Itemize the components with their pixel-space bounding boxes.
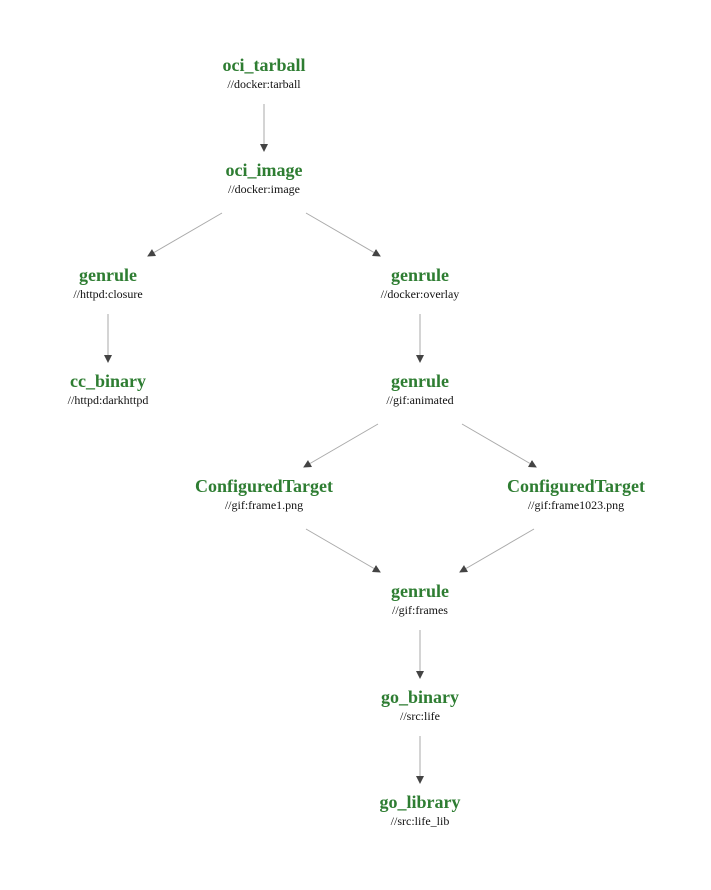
graph-node-genrule: genrule //gif:animated bbox=[330, 370, 510, 408]
node-label: //gif:animated bbox=[386, 393, 454, 407]
edge-n_image-to-n_closure bbox=[147, 212, 223, 257]
node-kind: ConfiguredTarget bbox=[506, 476, 645, 496]
node-kind: oci_tarball bbox=[222, 55, 306, 75]
node-label: //gif:frame1023.png bbox=[527, 498, 625, 512]
graph-node-genrule: genrule //httpd:closure bbox=[18, 264, 198, 302]
node-kind: genrule bbox=[391, 265, 449, 285]
node-kind: oci_image bbox=[225, 160, 303, 180]
node-label: //gif:frame1.png bbox=[224, 498, 304, 512]
node-label: //docker:image bbox=[228, 182, 300, 196]
node-label: //docker:tarball bbox=[227, 77, 301, 91]
edge-n_frame1-to-n_frames bbox=[305, 528, 381, 573]
graph-node-go-library: go_library //src:life_lib bbox=[330, 791, 510, 829]
graph-node-go-binary: go_binary //src:life bbox=[330, 686, 510, 724]
node-label: //httpd:closure bbox=[73, 287, 143, 301]
graph-node-configuredtarget: ConfiguredTarget //gif:frame1023.png bbox=[486, 475, 666, 513]
node-label: //docker:overlay bbox=[380, 287, 460, 301]
edge-n_frame1023-to-n_frames bbox=[459, 528, 535, 573]
edge-n_animated-to-n_frame1023 bbox=[461, 423, 537, 468]
node-kind: ConfiguredTarget bbox=[194, 476, 333, 496]
graph-node-genrule: genrule //gif:frames bbox=[330, 580, 510, 618]
edge-n_image-to-n_overlay bbox=[305, 212, 381, 257]
graph-node-cc-binary: cc_binary //httpd:darkhttpd bbox=[18, 370, 198, 408]
graph-node-configuredtarget: ConfiguredTarget //gif:frame1.png bbox=[174, 475, 354, 513]
graph-node-oci-image: oci_image //docker:image bbox=[174, 159, 354, 197]
graph-node-oci-tarball: oci_tarball //docker:tarball bbox=[174, 54, 354, 92]
node-kind: genrule bbox=[391, 581, 449, 601]
node-label: //gif:frames bbox=[392, 603, 448, 617]
graph-node-genrule: genrule //docker:overlay bbox=[330, 264, 510, 302]
node-kind: genrule bbox=[79, 265, 137, 285]
node-label: //httpd:darkhttpd bbox=[67, 393, 149, 407]
node-label: //src:life_lib bbox=[390, 814, 450, 828]
node-label: //src:life bbox=[400, 709, 440, 723]
node-kind: genrule bbox=[391, 371, 449, 391]
edge-n_animated-to-n_frame1 bbox=[303, 423, 379, 468]
node-kind: go_library bbox=[379, 792, 461, 812]
node-kind: cc_binary bbox=[70, 371, 146, 391]
node-kind: go_binary bbox=[380, 687, 459, 707]
